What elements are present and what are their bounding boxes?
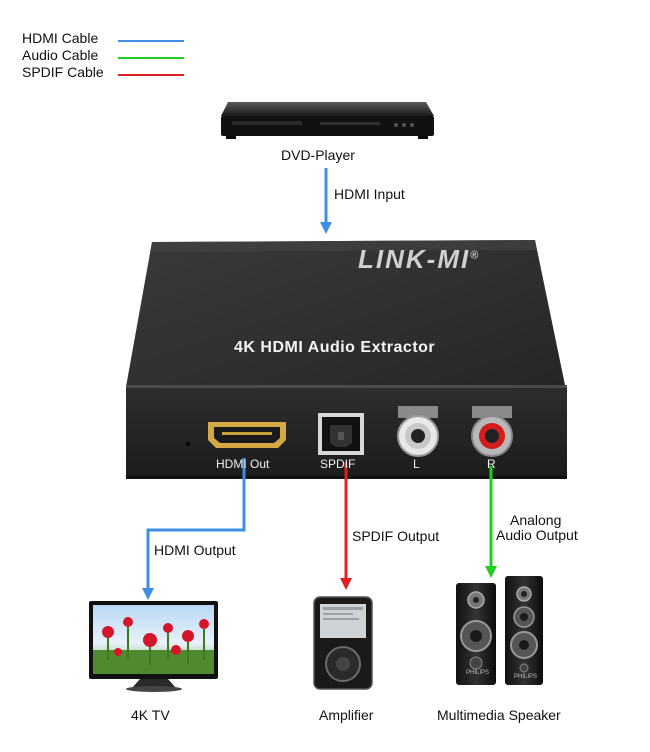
dvd-player-label: DVD-Player [281,147,355,163]
device-brand: LINK-MI [358,244,471,274]
registered-mark: ® [470,249,481,262]
legend-audio-label: Audio Cable [22,47,99,63]
hdmi-input-arrowhead [320,222,332,234]
dvd-player-icon [221,102,434,139]
rca-right-port [471,406,513,457]
hdmi-output-arrowhead [142,588,154,600]
hdmi-output-label: HDMI Output [154,542,236,558]
tv-icon [89,601,218,692]
legend-spdif-label: SPDIF Cable [22,64,104,80]
port-label-left: L [413,457,420,471]
device-title: 4K HDMI Audio Extractor [234,339,436,356]
legend-audio-line [118,57,184,59]
hdmi-out-port [208,422,286,448]
spdif-port [318,413,364,455]
port-label-right: R [487,457,496,471]
amplifier-label: Amplifier [319,707,374,723]
port-label-hdmi-out: HDMI Out [216,457,270,471]
audio-extractor-device [126,240,567,479]
speaker-icon [456,576,543,685]
legend-spdif-line [118,74,184,76]
hdmi-output-cable [146,458,246,592]
rca-left-port [397,406,439,457]
spdif-output-label: SPDIF Output [352,528,440,544]
device-brand-logo: LINK-MI® [358,244,480,275]
analog-output-label-line1: Analong [510,512,562,528]
legend-hdmi-label: HDMI Cable [22,30,99,46]
hdmi-input-label: HDMI Input [334,186,405,202]
speaker-brand-right: PHILIPS [514,674,538,680]
speaker-brand-left: PHILIPS [466,670,490,676]
analog-audio-arrowhead [485,566,497,578]
led-indicator [185,441,191,447]
legend-hdmi-line [118,40,184,42]
tv-label: 4K TV [131,707,170,723]
spdif-output-arrowhead [340,578,352,590]
amplifier-icon [313,596,373,690]
analog-output-label-line2: Audio Output [496,527,578,543]
speaker-label: Multimedia Speaker [437,707,561,723]
port-label-spdif: SPDIF [320,457,356,471]
